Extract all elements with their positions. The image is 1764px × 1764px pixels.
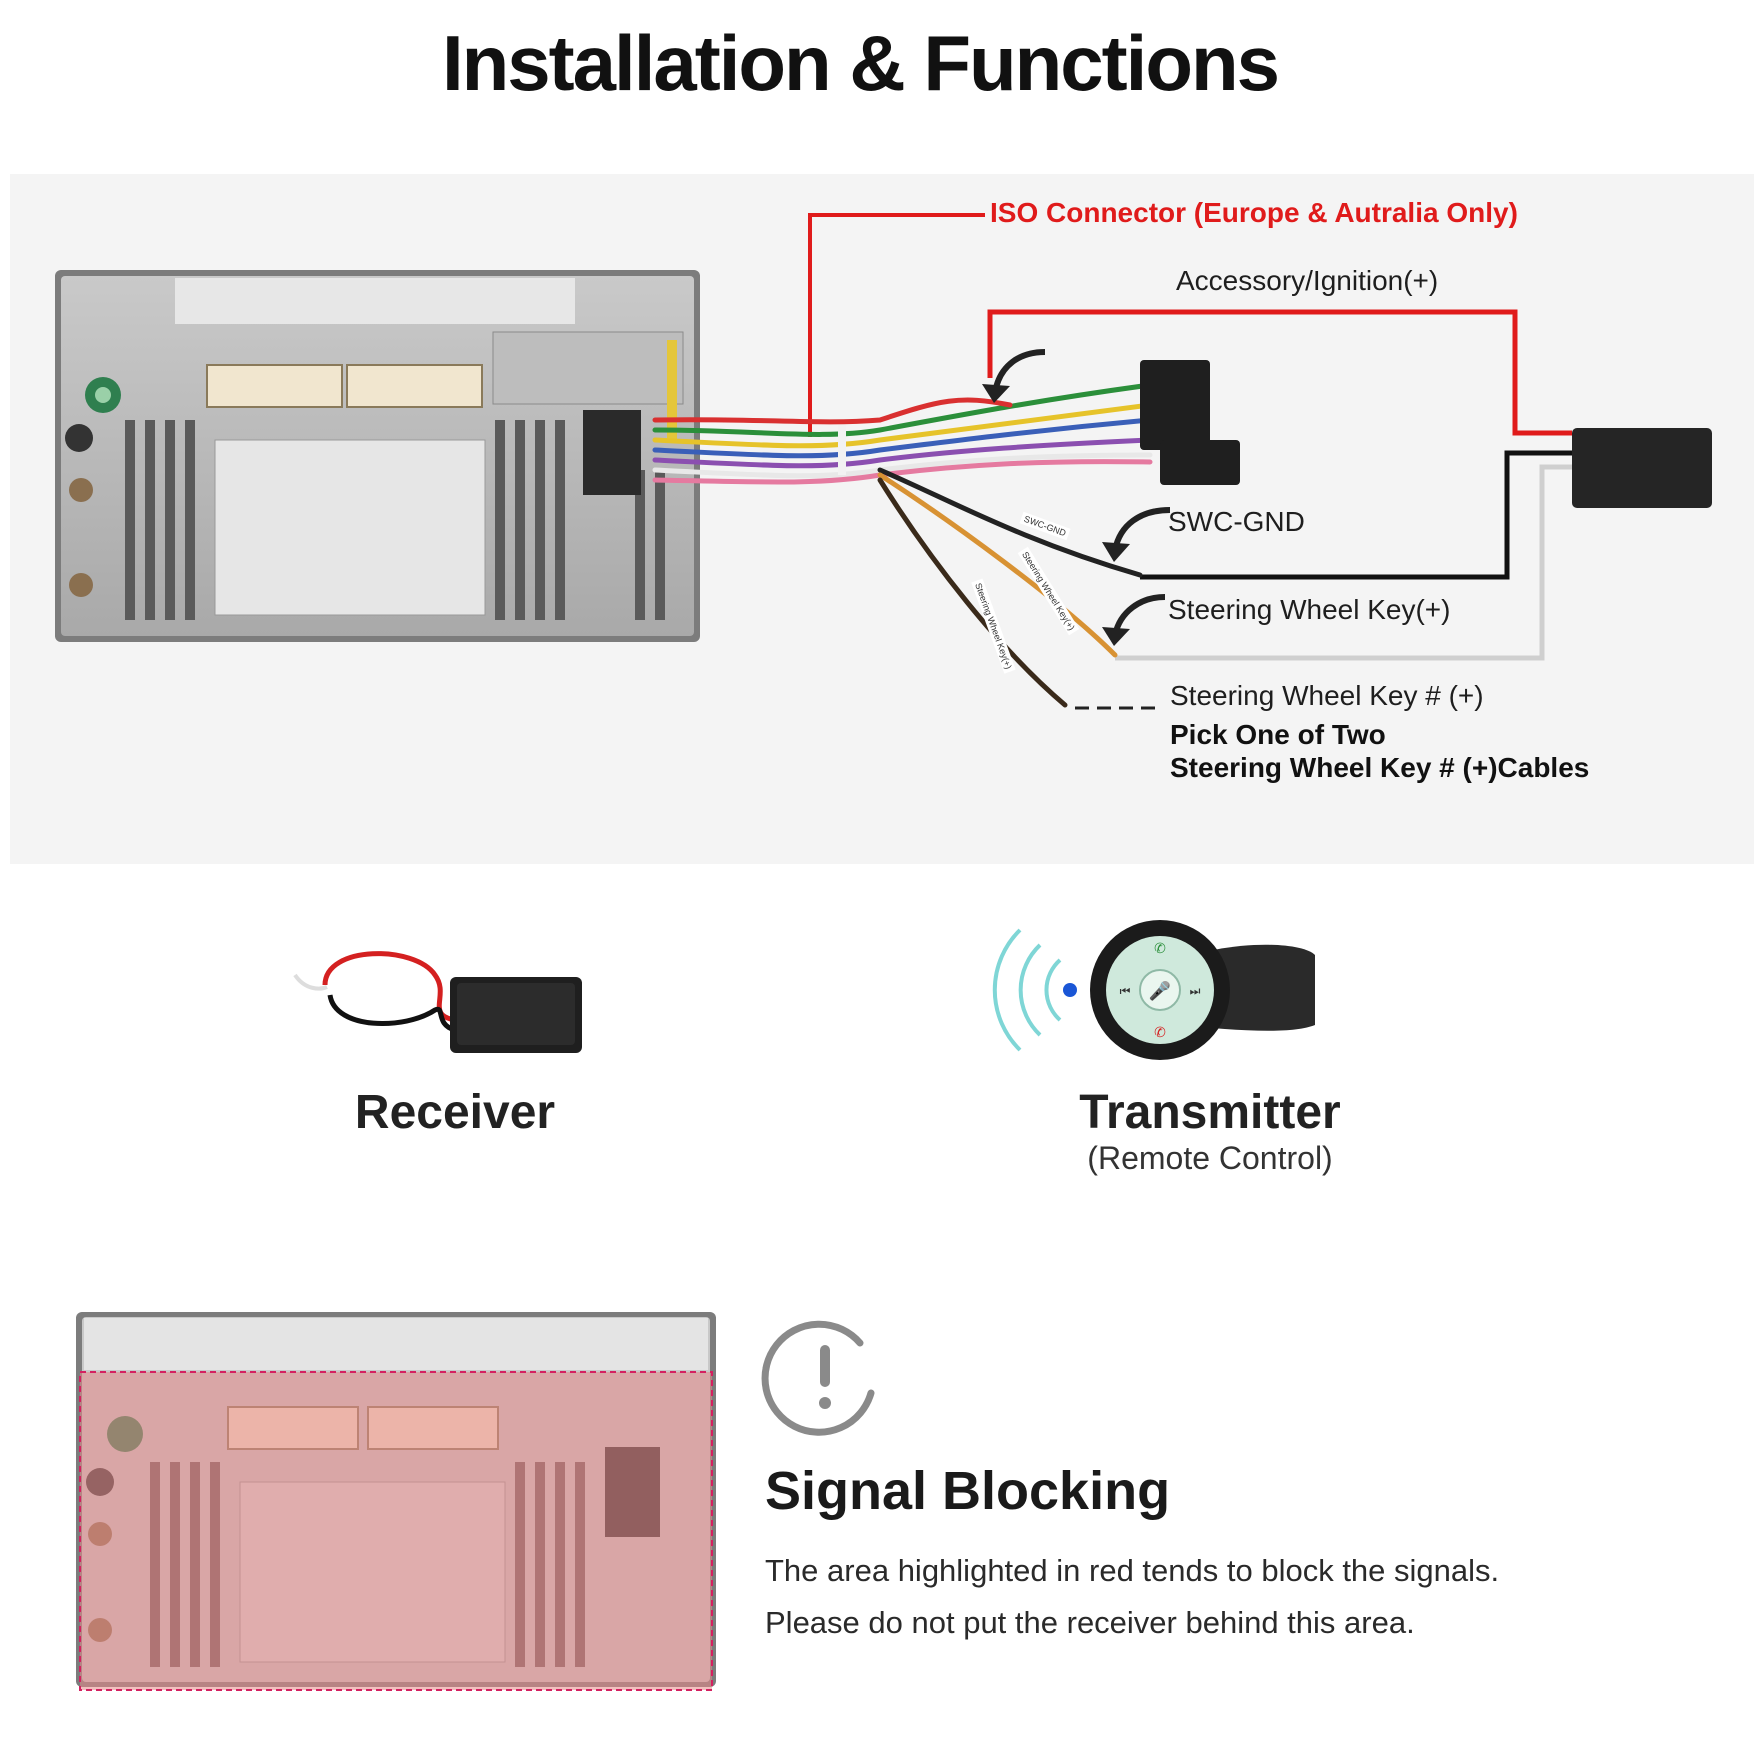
signal-blocking-title: Signal Blocking	[765, 1461, 1171, 1521]
receiver-caption: Receiver	[354, 1086, 556, 1139]
signal-blocking-line2: Please do not put the receiver behind th…	[765, 1605, 1415, 1640]
svg-text:⏮: ⏮	[1120, 984, 1131, 998]
svg-text:🎤: 🎤	[1149, 980, 1171, 1002]
transmitter-image: 🎤 ✆ ✆ ⏮ ⏭	[992, 920, 1315, 1060]
svg-text:✆: ✆	[1154, 1025, 1166, 1041]
head-unit-highlighted-image	[76, 1312, 716, 1691]
steering-wheel-key-alt-label: Steering Wheel Key # (+)	[1170, 680, 1484, 711]
pick-one-note-line2: Steering Wheel Key # (+)Cables	[1170, 752, 1590, 783]
iso-connector-label: ISO Connector (Europe & Autralia Only)	[990, 197, 1518, 228]
head-unit-rear-image	[55, 270, 700, 642]
warning-exclamation-icon	[761, 1320, 875, 1436]
svg-text:⏭: ⏭	[1190, 984, 1201, 998]
page-title: Installation & Functions	[441, 19, 1280, 107]
receiver-image	[293, 951, 582, 1053]
pick-one-note-line1: Pick One of Two	[1170, 719, 1386, 750]
signal-blocking-line1: The area highlighted in red tends to blo…	[765, 1553, 1500, 1588]
svg-text:✆: ✆	[1154, 941, 1166, 957]
transmitter-subcaption: (Remote Control)	[1087, 1140, 1333, 1176]
swc-gnd-label: SWC-GND	[1168, 506, 1305, 537]
transmitter-caption: Transmitter	[1079, 1086, 1341, 1139]
steering-wheel-key-label: Steering Wheel Key(+)	[1168, 594, 1451, 625]
accessory-ignition-label: Accessory/Ignition(+)	[1176, 265, 1439, 296]
